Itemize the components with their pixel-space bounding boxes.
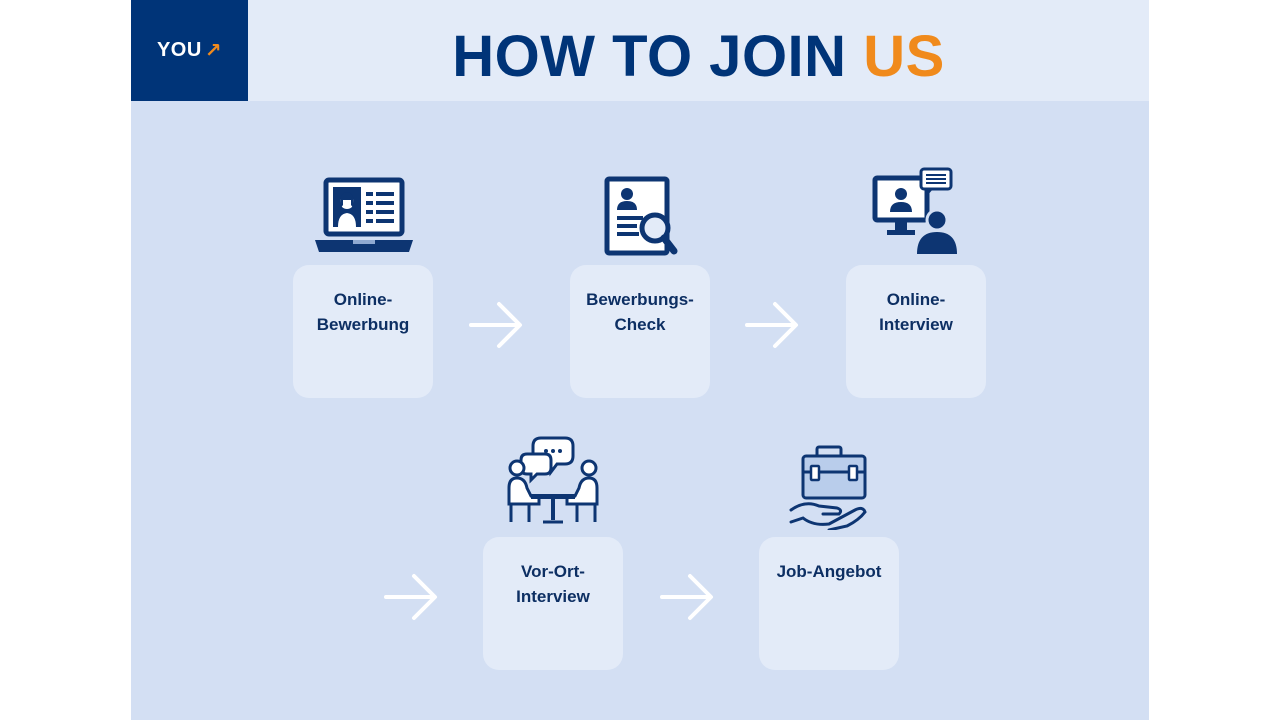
arrow-right-icon — [660, 574, 713, 620]
step-label: Online-Bewerbung — [316, 290, 410, 334]
header-bar: YOU↗ HOW TO JOIN US — [131, 0, 1149, 101]
step-card-online-interview: Online-Interview — [846, 265, 986, 398]
step-label: Bewerbungs-Check — [586, 290, 694, 334]
slide: YOU↗ HOW TO JOIN US — [131, 0, 1149, 720]
step-card-bewerbungs-check: Bewerbungs-Check — [570, 265, 710, 398]
step-card-job-angebot: Job-Angebot — [759, 537, 899, 670]
step-card-online-bewerbung: Online-Bewerbung — [293, 265, 433, 398]
step-card-vor-ort-interview: Vor-Ort-Interview — [483, 537, 623, 670]
logo-text: YOU — [156, 39, 202, 61]
document-magnifier-icon — [604, 176, 678, 256]
arrow-right-icon — [384, 574, 437, 620]
step-label: Job-Angebot — [776, 562, 882, 581]
step-label: Online-Interview — [879, 290, 953, 334]
meeting-table-icon — [507, 436, 599, 524]
briefcase-hand-icon — [789, 445, 867, 530]
video-call-icon — [872, 167, 957, 254]
logo: YOU↗ — [131, 0, 248, 101]
arrow-right-icon — [469, 302, 522, 348]
laptop-profile-icon — [315, 177, 413, 252]
step-label: Vor-Ort-Interview — [516, 562, 590, 606]
page-title: HOW TO JOIN US — [248, 22, 1149, 92]
arrow-right-icon — [745, 302, 798, 348]
title-accent: US — [863, 24, 945, 89]
logo-arrow-icon: ↗ — [204, 40, 223, 62]
title-main: HOW TO JOIN — [452, 24, 847, 89]
